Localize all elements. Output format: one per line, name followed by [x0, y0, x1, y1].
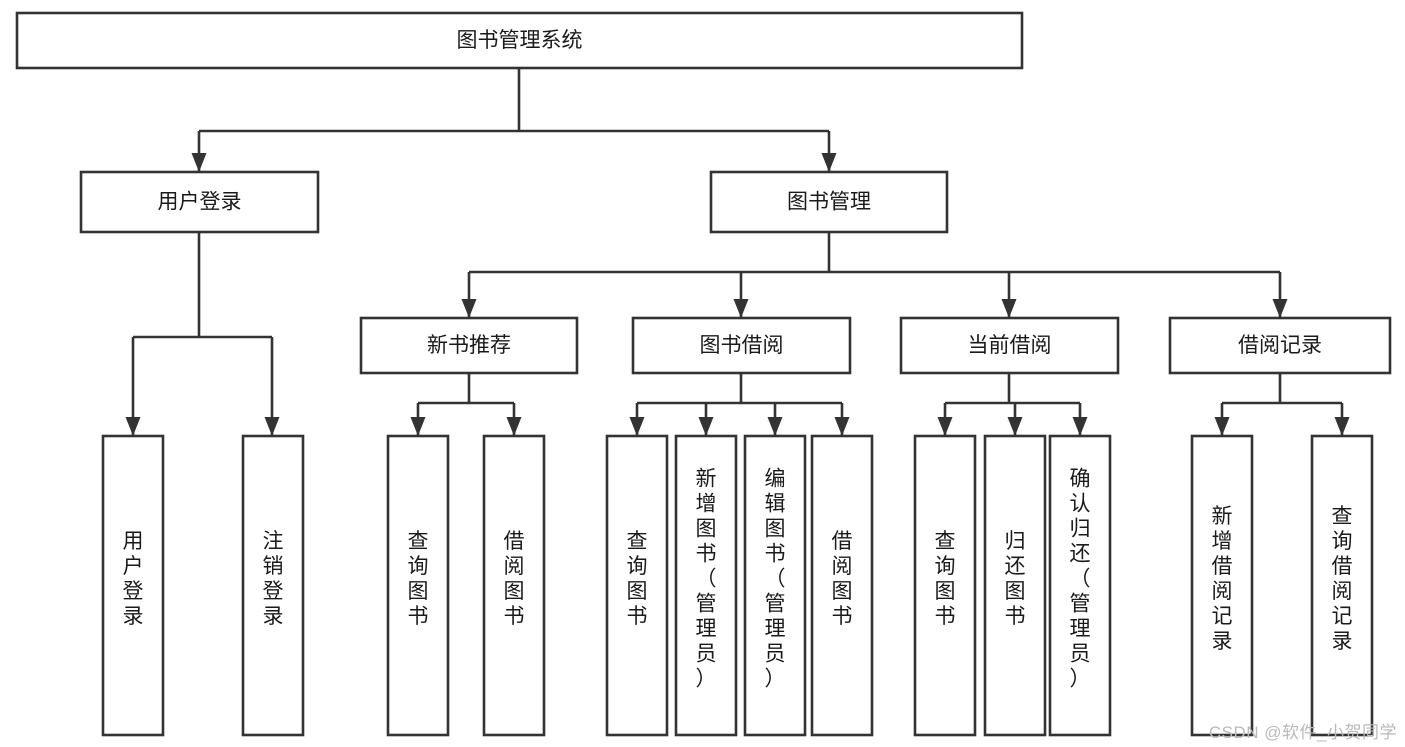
leaf-node-label-2: 查询图书 [408, 530, 429, 628]
leaf-node-box-确认归还管理员-10 [1048, 434, 1112, 737]
leaf-node-label-0: 用户登录 [123, 530, 144, 628]
level2-node-0[interactable]: 用户登录 [79, 170, 320, 234]
leaf-node-0[interactable]: 用户登录 [101, 434, 165, 737]
arrow-head-icon-login-1 [264, 417, 280, 436]
arrow-head-icon-leaf-4 [767, 417, 783, 436]
level3-node-label-3: 借阅记录 [1238, 334, 1322, 357]
leaf-node-label-4: 查询图书 [627, 530, 648, 628]
arrow-head-icon-leaf-10 [1334, 417, 1350, 436]
root-node-label-0: 图书管理系统 [457, 29, 583, 52]
leaf-node-label-12: 查询借阅记录 [1332, 505, 1353, 653]
leaf-node-7[interactable]: 借阅图书 [810, 434, 874, 737]
leaf-node-label-10: 确认归还（管理员） [1070, 468, 1091, 691]
level3-node-box-图书借阅-1 [631, 316, 852, 375]
leaf-node-12[interactable]: 查询借阅记录 [1310, 434, 1374, 737]
arrow-head-icon-books-3 [1272, 299, 1288, 318]
arrow-head-icon-leaf-8 [1072, 417, 1088, 436]
arrow-head-icon-root-0 [191, 153, 207, 172]
leaf-node-box-查询图书-4 [605, 434, 669, 737]
leaf-node-label-9: 归还图书 [1005, 530, 1026, 628]
leaf-node-2[interactable]: 查询图书 [386, 434, 450, 737]
watermark-text: CSDN @软件_小贺同学 [1208, 723, 1397, 742]
arrow-head-icon-books-1 [733, 299, 749, 318]
node-layer: 图书管理系统用户登录图书管理新书推荐图书借阅当前借阅借阅记录用户登录注销登录查询… [15, 11, 1392, 737]
level3-node-label-1: 图书借阅 [700, 334, 784, 357]
root-node-box-图书管理系统-0 [15, 11, 1024, 70]
arrow-head-icon-leaf-1 [506, 417, 522, 436]
leaf-node-box-查询图书-8 [913, 434, 977, 737]
leaf-node-box-查询借阅记录-12 [1310, 434, 1374, 737]
level3-node-2[interactable]: 当前借阅 [899, 316, 1120, 375]
level2-node-label-0: 用户登录 [158, 191, 242, 214]
root-node-0[interactable]: 图书管理系统 [15, 11, 1024, 70]
level3-node-label-0: 新书推荐 [427, 334, 511, 357]
leaf-node-box-用户登录-0 [101, 434, 165, 737]
leaf-node-8[interactable]: 查询图书 [913, 434, 977, 737]
level3-node-box-借阅记录-3 [1168, 316, 1392, 375]
arrow-head-icon-leaf-2 [629, 417, 645, 436]
arrow-head-icon-root-1 [821, 153, 837, 172]
leaf-node-box-查询图书-2 [386, 434, 450, 737]
leaf-node-box-借阅图书-7 [810, 434, 874, 737]
leaf-node-label-7: 借阅图书 [832, 530, 853, 628]
level2-node-1[interactable]: 图书管理 [709, 170, 949, 234]
level2-node-label-1: 图书管理 [787, 191, 871, 214]
leaf-node-label-3: 借阅图书 [504, 530, 525, 628]
leaf-node-6[interactable]: 编辑图书（管理员） [743, 434, 807, 737]
leaf-node-box-借阅图书-3 [482, 434, 546, 737]
leaf-node-label-6: 编辑图书（管理员） [765, 468, 786, 691]
arrow-head-icon-leaf-5 [834, 417, 850, 436]
arrow-head-icon-leaf-3 [698, 417, 714, 436]
level2-node-box-图书管理-1 [709, 170, 949, 234]
level3-node-0[interactable]: 新书推荐 [359, 316, 579, 375]
leaf-node-4[interactable]: 查询图书 [605, 434, 669, 737]
leaf-node-label-11: 新增借阅记录 [1212, 505, 1233, 653]
level3-node-3[interactable]: 借阅记录 [1168, 316, 1392, 375]
arrow-head-icon-books-0 [461, 299, 477, 318]
arrow-head-icon-leaf-9 [1214, 417, 1230, 436]
leaf-node-3[interactable]: 借阅图书 [482, 434, 546, 737]
leaf-node-label-1: 注销登录 [263, 530, 284, 628]
level3-node-box-新书推荐-0 [359, 316, 579, 375]
connector-layer [125, 68, 1350, 436]
level2-node-box-用户登录-0 [79, 170, 320, 234]
leaf-node-9[interactable]: 归还图书 [983, 434, 1047, 737]
arrow-head-icon-books-2 [1001, 299, 1017, 318]
leaf-node-11[interactable]: 新增借阅记录 [1190, 434, 1254, 737]
arrow-head-icon-leaf-0 [410, 417, 426, 436]
leaf-node-box-归还图书-9 [983, 434, 1047, 737]
leaf-node-label-8: 查询图书 [935, 530, 956, 628]
leaf-node-box-编辑图书管理员-6 [743, 434, 807, 737]
leaf-node-label-5: 新增图书（管理员） [696, 468, 717, 691]
arrow-head-icon-leaf-7 [1007, 417, 1023, 436]
arrow-head-icon-leaf-6 [937, 417, 953, 436]
leaf-node-box-注销登录-1 [241, 434, 305, 737]
leaf-node-box-新增图书管理员-5 [674, 434, 738, 737]
leaf-node-1[interactable]: 注销登录 [241, 434, 305, 737]
arrow-head-icon-login-0 [125, 417, 141, 436]
leaf-node-10[interactable]: 确认归还（管理员） [1048, 434, 1112, 737]
leaf-node-box-新增借阅记录-11 [1190, 434, 1254, 737]
level3-node-1[interactable]: 图书借阅 [631, 316, 852, 375]
level3-node-box-当前借阅-2 [899, 316, 1120, 375]
level3-node-label-2: 当前借阅 [968, 334, 1052, 357]
leaf-node-5[interactable]: 新增图书（管理员） [674, 434, 738, 737]
